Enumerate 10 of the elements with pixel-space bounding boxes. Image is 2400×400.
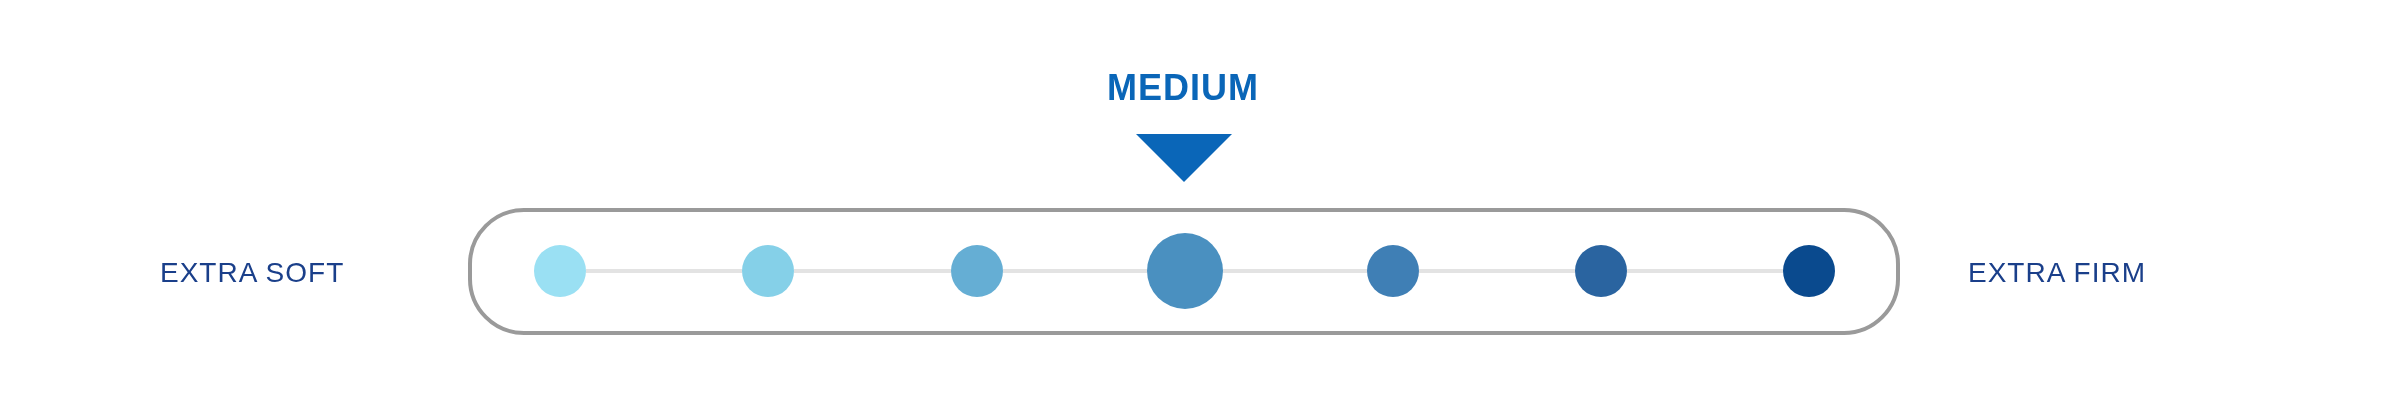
level-dot — [951, 245, 1003, 297]
level-dot — [1367, 245, 1419, 297]
level-heading: MEDIUM — [1107, 70, 1259, 106]
scale-end-label: EXTRA SOFT — [160, 259, 345, 287]
level-dot — [534, 245, 586, 297]
level-dot — [1783, 245, 1835, 297]
level-dot — [742, 245, 794, 297]
level-dot — [1575, 245, 1627, 297]
pointer-triangle — [1134, 134, 1234, 184]
scale-end-label: EXTRA FIRM — [1968, 259, 2146, 287]
